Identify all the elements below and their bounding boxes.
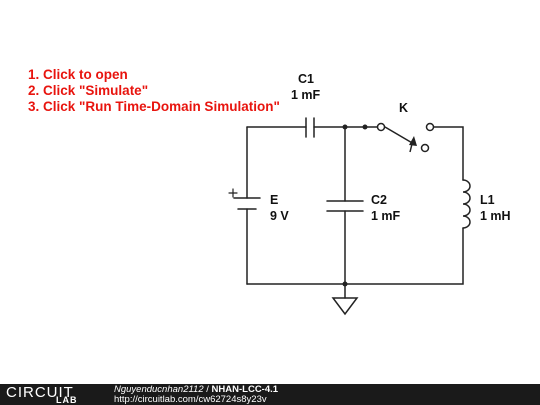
- circuit-url[interactable]: http://circuitlab.com/cw62724s8y23v: [114, 394, 267, 405]
- switch-k-arm[interactable]: [384, 126, 415, 145]
- c1-value-label: 1 mF: [291, 88, 321, 102]
- switch-k-contact-right[interactable]: [425, 122, 435, 132]
- instructions: 1. Click to open 2. Click "Simulate" 3. …: [28, 67, 280, 115]
- inductor-l1-coil: [462, 179, 471, 229]
- footer-bar: CIRCUIT LAB Nguyenducnhan2112 / NHAN-LCC…: [0, 384, 540, 405]
- switch-k-contact-lower[interactable]: [420, 143, 430, 153]
- circuitlab-logo[interactable]: CIRCUIT: [6, 384, 74, 401]
- instruction-2: 2. Click "Simulate": [28, 83, 149, 98]
- junction-node-bottom: [342, 281, 348, 287]
- footer-separator: /: [203, 384, 212, 395]
- c2-value-label: 1 mF: [371, 209, 401, 223]
- battery-e-value-label: 9 V: [270, 209, 289, 223]
- author-name[interactable]: Nguyenducnhan2112: [114, 384, 204, 395]
- switch-k-contact-left[interactable]: [376, 122, 386, 132]
- l1-name-label: L1: [480, 193, 495, 207]
- wire-switch-to-right: [433, 126, 464, 181]
- switch-k-label: K: [399, 101, 409, 115]
- c2-name-label: C2: [371, 193, 387, 207]
- wire-right-down: [246, 227, 464, 285]
- footer-text: Nguyenducnhan2112 / NHAN-LCC-4.1 http://…: [114, 385, 278, 405]
- c1-name-label: C1: [298, 72, 314, 86]
- instruction-3: 3. Click "Run Time-Domain Simulation": [28, 99, 280, 114]
- l1-value-label: 1 mH: [480, 209, 511, 223]
- battery-e-name-label: E: [270, 193, 279, 207]
- circuitlab-logo-sub: LAB: [56, 395, 78, 405]
- circuit-title[interactable]: NHAN-LCC-4.1: [211, 384, 279, 395]
- junction-switch-lead: [362, 124, 368, 130]
- ground-symbol: [331, 297, 359, 316]
- junction-node-top: [342, 124, 348, 130]
- switch-k-arrow-stem: [409, 139, 414, 153]
- instruction-1: 1. Click to open: [28, 67, 128, 82]
